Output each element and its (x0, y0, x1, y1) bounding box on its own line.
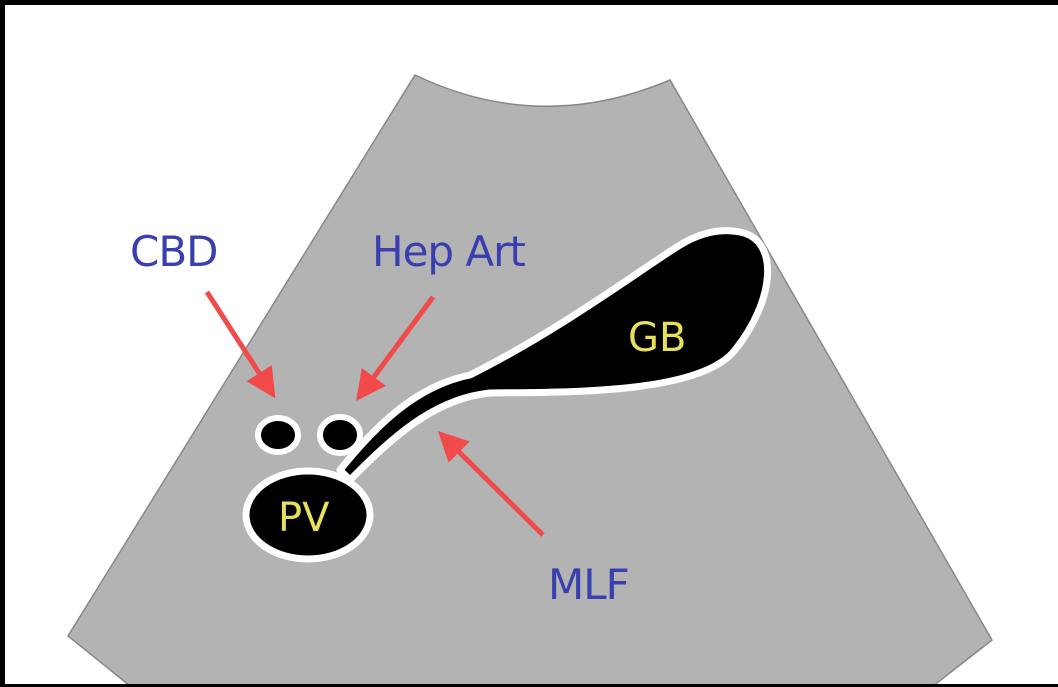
portal-vein (242, 467, 374, 563)
gb-label: GB (628, 315, 687, 361)
mlf-arrow (437, 430, 545, 537)
common-bile-duct (255, 415, 301, 455)
cbd-label: CBD (130, 227, 218, 276)
hep-art-label: Hep Art (372, 227, 526, 276)
hepatic-artery (317, 414, 363, 456)
gallbladder-and-mlf (336, 227, 772, 484)
pv-label: PV (278, 495, 330, 541)
ultrasound-diagram (67, 74, 993, 684)
mlf-label: MLF (548, 560, 630, 609)
cbd-arrow (204, 290, 276, 399)
diagram-canvas: CBD Hep Art MLF GB PV (5, 5, 1058, 684)
hep-art-arrow (356, 295, 436, 402)
